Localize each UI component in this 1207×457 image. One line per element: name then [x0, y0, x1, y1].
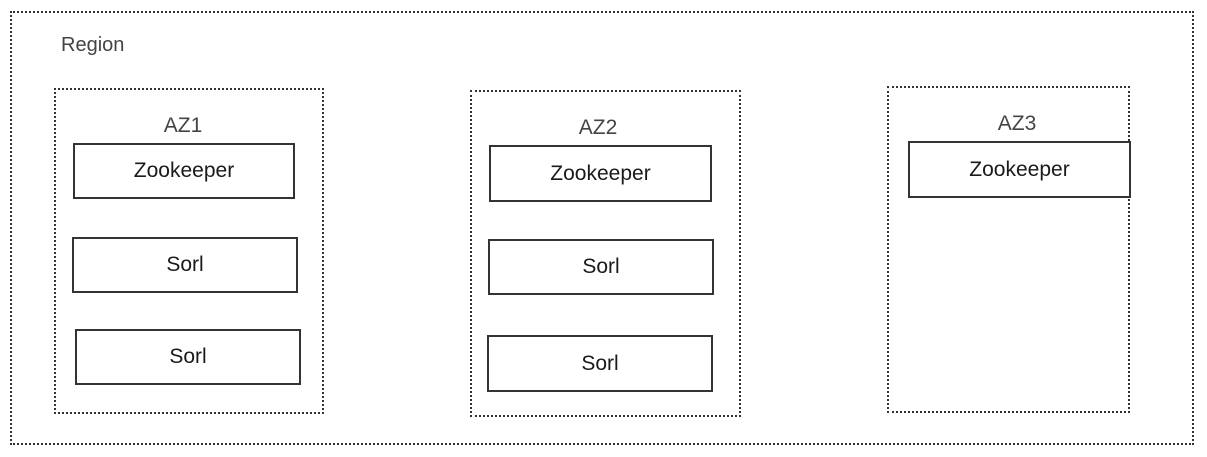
az3-zookeeper-node: Zookeeper	[908, 141, 1131, 198]
az3-label: AZ3	[997, 112, 1037, 135]
az2-boundary	[470, 90, 741, 417]
az1-zookeeper-node: Zookeeper	[73, 143, 295, 199]
node-label: Zookeeper	[550, 161, 651, 185]
az1-sorl-node-2: Sorl	[75, 329, 301, 385]
az3-boundary	[887, 86, 1130, 413]
region-label: Region	[61, 34, 125, 56]
node-label: Sorl	[166, 253, 204, 276]
node-label: Sorl	[582, 255, 620, 278]
az1-boundary	[54, 88, 324, 414]
node-label: Sorl	[169, 345, 207, 368]
az2-sorl-node-1: Sorl	[488, 239, 714, 295]
az2-label: AZ2	[578, 116, 618, 139]
region-boundary	[10, 11, 1194, 445]
az1-label: AZ1	[163, 114, 203, 137]
az1-sorl-node-1: Sorl	[72, 237, 298, 293]
node-label: Zookeeper	[133, 159, 235, 182]
node-label: Zookeeper	[969, 157, 1070, 181]
az2-zookeeper-node: Zookeeper	[489, 145, 712, 202]
az2-sorl-node-2: Sorl	[487, 335, 713, 392]
node-label: Sorl	[581, 351, 619, 375]
